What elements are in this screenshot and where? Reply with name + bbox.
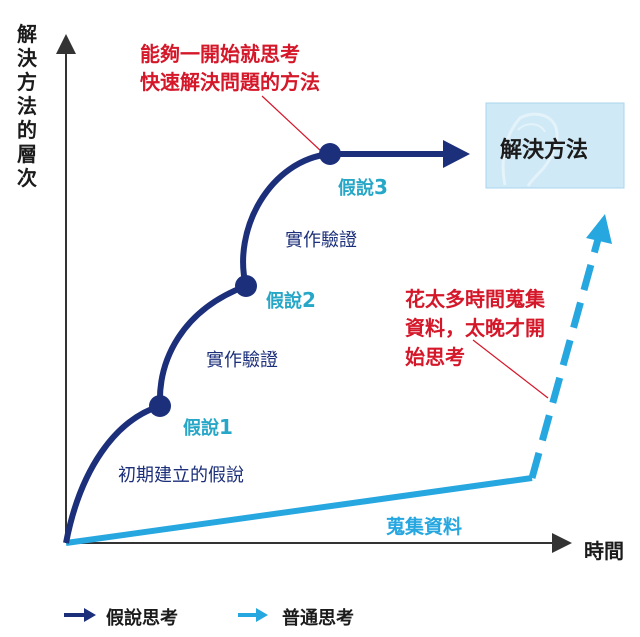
- hypothesis-1-label-text: 假說: [183, 418, 219, 439]
- right-note-leader: [472, 339, 549, 399]
- right-note-line1: 花太多時間蒐集: [405, 287, 545, 311]
- legend-normal-text: 普通思考: [282, 608, 354, 629]
- hypothesis-path-arrowhead: [443, 140, 470, 168]
- top-note-line1: 能夠一開始就思考: [140, 42, 300, 66]
- normal-path-dashed: [528, 231, 604, 479]
- stage-2-text: 實作驗證: [206, 350, 278, 371]
- hypothesis-2-label-num: 2: [302, 288, 316, 312]
- hypothesis-point-2: [235, 275, 257, 297]
- top-note-line2: 快速解決問題的方法: [140, 70, 320, 94]
- hypothesis-point-1: [149, 395, 171, 417]
- hypothesis-path: [63, 151, 444, 544]
- hypothesis-2-label: 假說2: [266, 287, 316, 313]
- legend-normal-arrowhead: [256, 608, 268, 622]
- y-axis-label: 解決方法的層次: [17, 22, 37, 190]
- hypothesis-3-label: 假說3: [338, 174, 388, 200]
- hypothesis-3-label-text: 假說: [338, 178, 374, 199]
- hypothesis-2-label-text: 假說: [266, 291, 302, 312]
- right-note-line2: 資料，太晚才開: [405, 316, 545, 340]
- x-axis-label: 時間: [584, 539, 624, 563]
- hypothesis-point-3: [319, 143, 341, 165]
- top-note-leader: [261, 95, 323, 153]
- hypothesis-3-label-num: 3: [374, 175, 388, 199]
- solution-box: [485, 102, 625, 189]
- legend-hypothesis-text: 假說思考: [106, 608, 178, 629]
- legend-hypothesis-arrowhead: [84, 608, 96, 622]
- hypothesis-1-label-num: 1: [219, 415, 233, 439]
- right-note-line3: 始思考: [405, 345, 465, 369]
- normal-path-arrowhead: [586, 214, 612, 244]
- brain-icon: [501, 112, 559, 187]
- normal-path-solid: [65, 475, 533, 546]
- hypothesis-1-label: 假說1: [183, 414, 233, 440]
- normal-path-label: 蒐集資料: [386, 516, 463, 538]
- stage-3-text: 實作驗證: [285, 230, 357, 251]
- stage-1-text: 初期建立的假說: [118, 465, 244, 486]
- solution-label: 解決方法: [500, 138, 589, 163]
